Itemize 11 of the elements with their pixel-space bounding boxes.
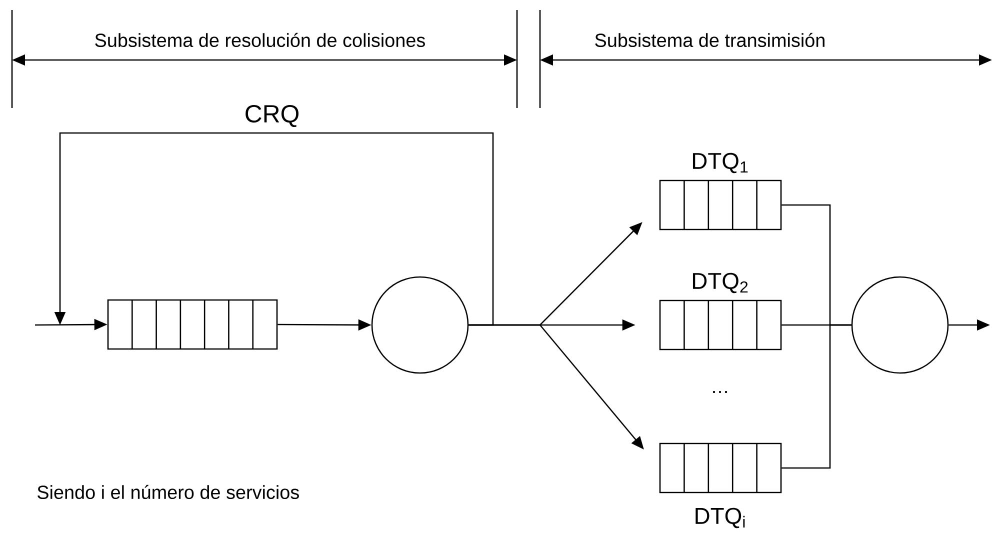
queue-label: DTQ$_{1}$: [692, 152, 748, 174]
dimension-label: Subsistema de transimisión: [593, 32, 827, 48]
server-circle: [851, 276, 949, 374]
ellipsis: …: [710, 390, 730, 394]
queue-label: DTQ$_{i}$: [696, 508, 745, 528]
edge-label: CRQ: [243, 104, 301, 128]
queue-label: DTQ$_{2}$: [692, 272, 748, 294]
queue-box: [107, 299, 278, 350]
note-text: Siendo i el número de servicios: [36, 484, 301, 500]
server-circle: [371, 276, 469, 374]
dimension-label: Subsistema de resolución de colisiones: [93, 32, 427, 48]
